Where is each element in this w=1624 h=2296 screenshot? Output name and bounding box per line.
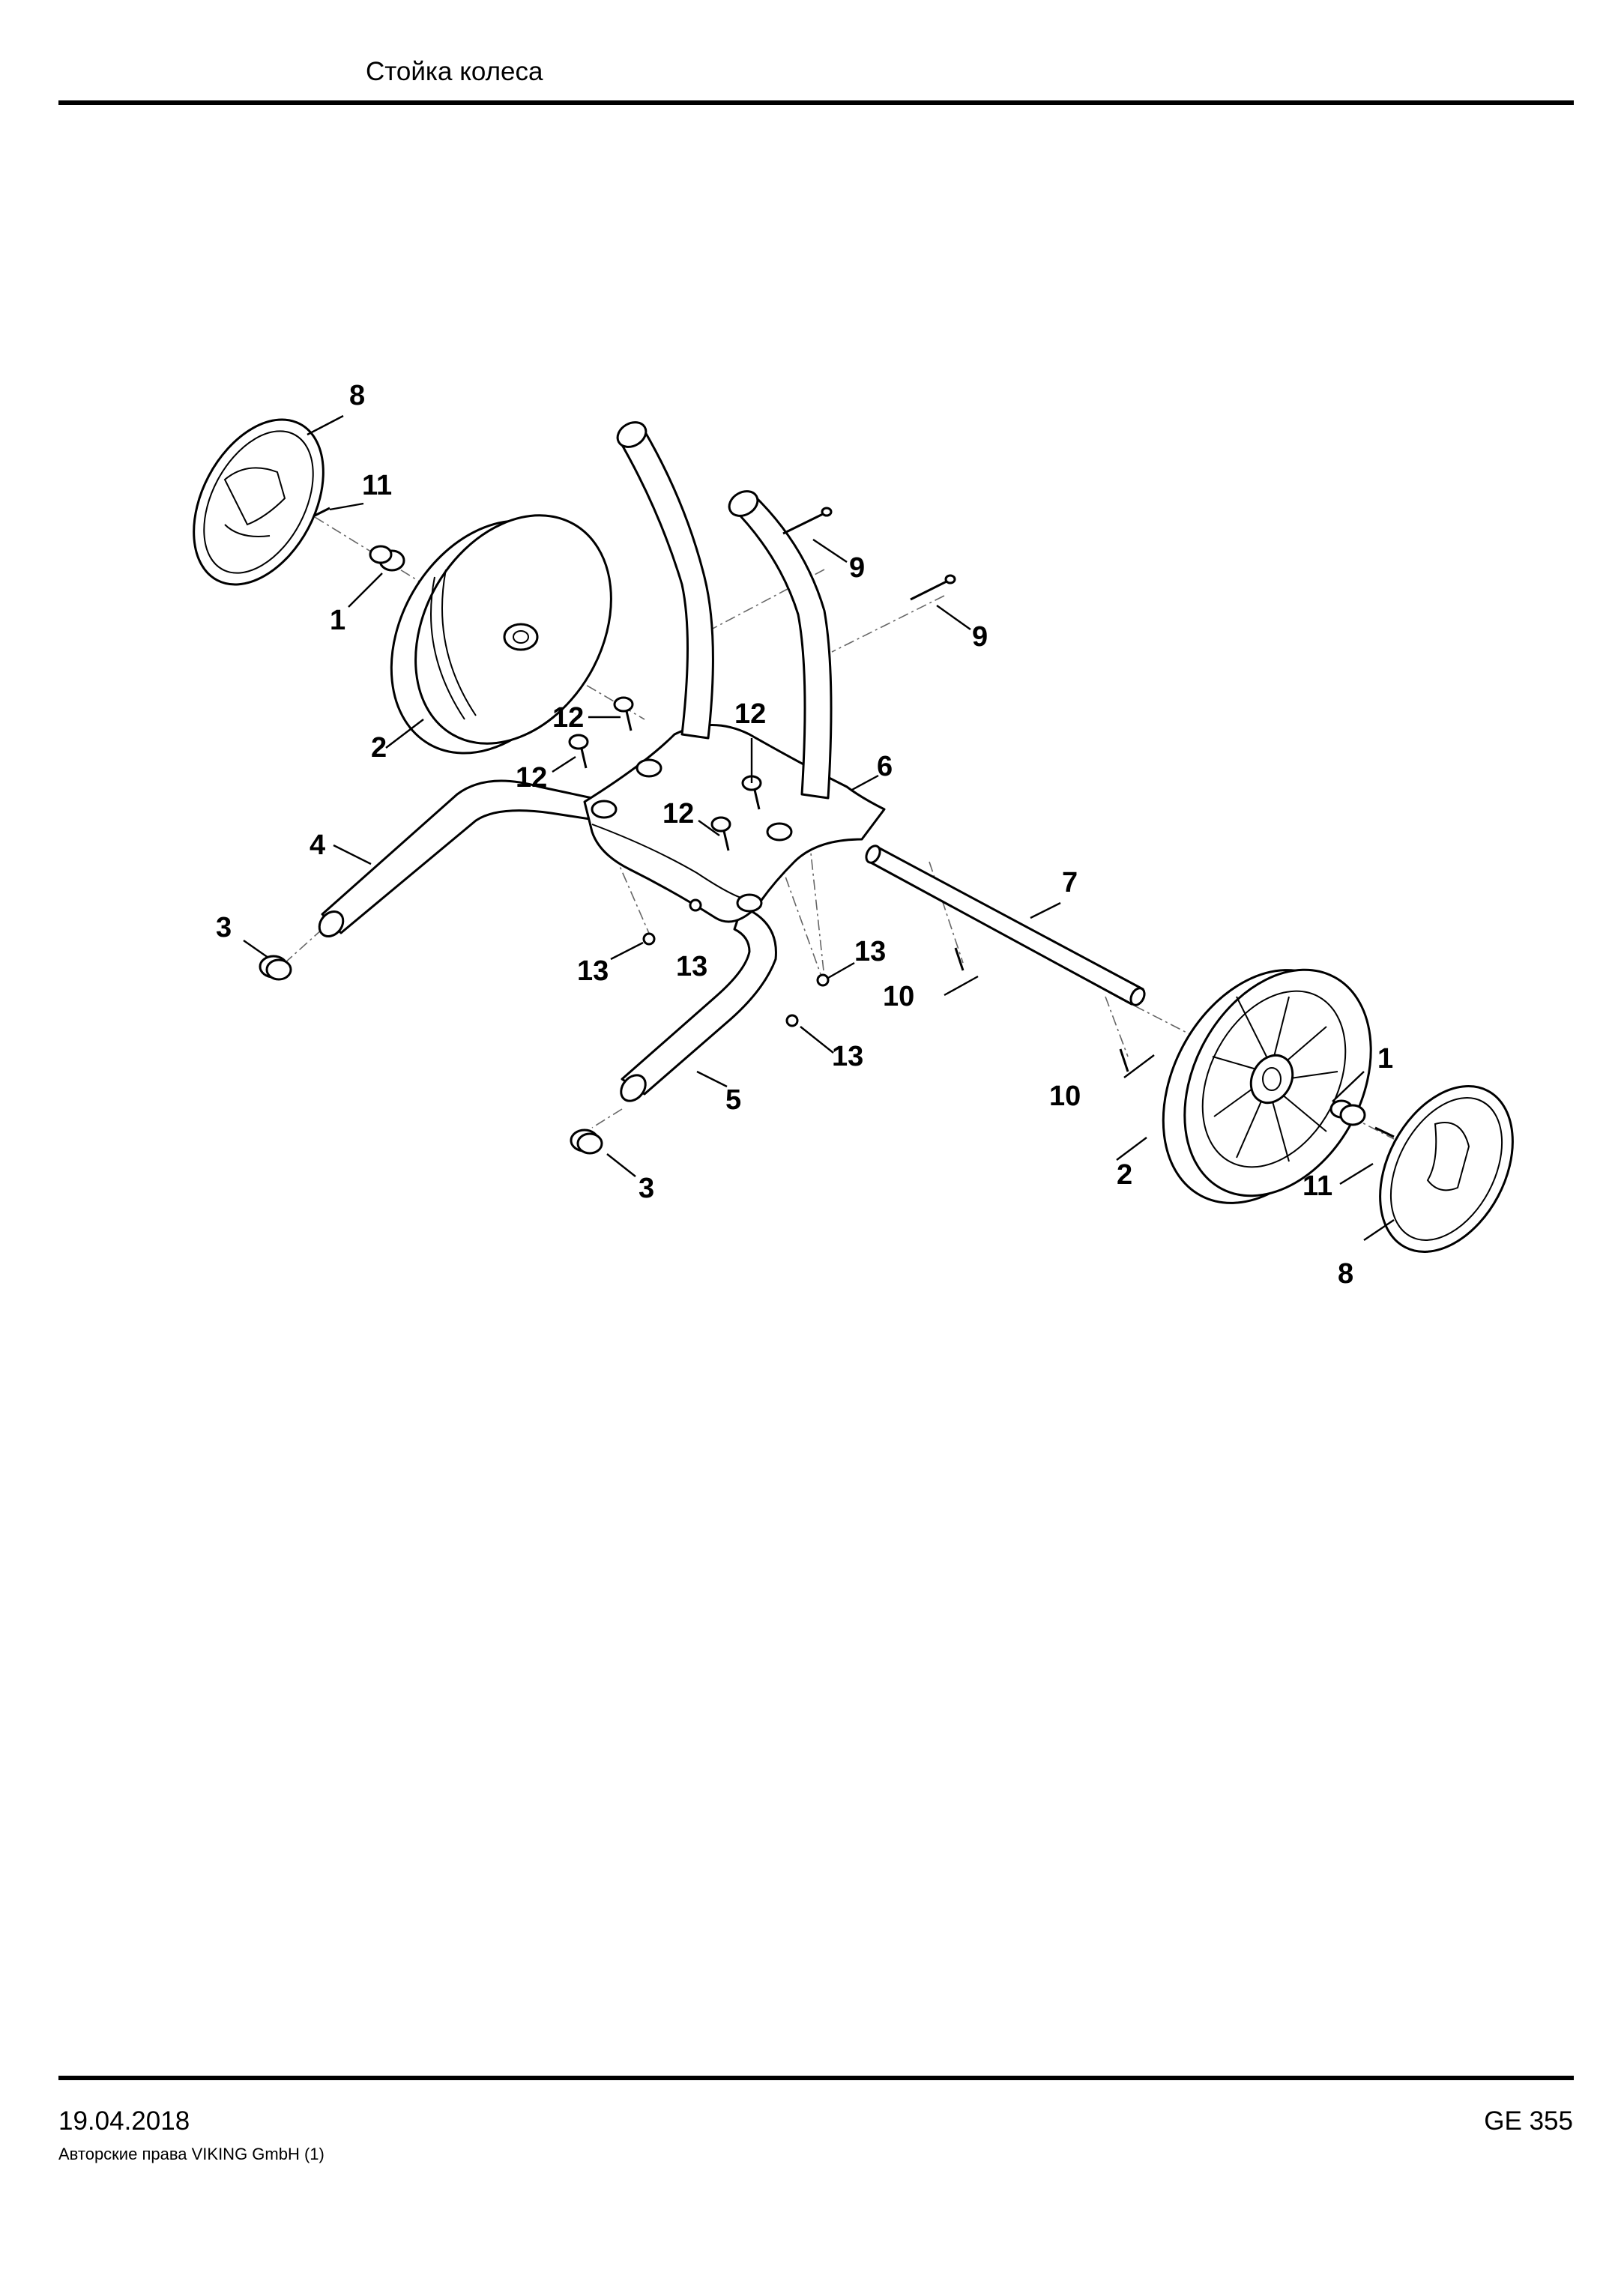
callout-6: 6: [877, 751, 893, 782]
callout-1-right: 1: [1377, 1043, 1393, 1075]
callout-8-top: 8: [349, 380, 365, 411]
nuts-13: [642, 898, 830, 1027]
callout-10-a: 10: [883, 981, 914, 1012]
wheel-left: [390, 514, 612, 755]
callout-3-left: 3: [216, 912, 232, 943]
handle-upright-left: [616, 421, 714, 740]
pin-right: [1374, 1126, 1395, 1138]
callout-5: 5: [725, 1084, 741, 1116]
callout-8-right: 8: [1338, 1258, 1353, 1290]
wheel-right: [1162, 968, 1372, 1204]
callout-10-b: 10: [1049, 1081, 1081, 1112]
callout-labels: 8 11 1 2 9 9 12 12 12 12 6 4 3 7 13 13 1…: [216, 380, 1393, 1290]
bushing-left: [369, 545, 405, 572]
callout-13-a: 13: [577, 955, 609, 987]
callout-2-right: 2: [1117, 1159, 1132, 1191]
callout-11-right: 11: [1302, 1170, 1332, 1202]
axle: [865, 845, 1146, 1006]
handle-upright-right: [728, 490, 833, 800]
screws-9: [782, 507, 956, 601]
callout-2-top: 2: [371, 732, 387, 764]
end-caps: [259, 955, 603, 1155]
callout-4: 4: [310, 830, 325, 861]
callout-9-bottom: 9: [972, 621, 988, 653]
bushing-right: [1329, 1099, 1366, 1126]
header-rule: [58, 100, 1574, 105]
footer-date: 19.04.2018: [58, 2106, 190, 2136]
callout-1-top: 1: [330, 605, 345, 636]
callout-leaders: [243, 414, 1395, 1241]
callout-7: 7: [1062, 867, 1078, 898]
leg-tube-left: [318, 779, 601, 937]
callout-12-b: 12: [734, 698, 766, 730]
callout-9-top: 9: [849, 552, 865, 584]
footer-copyright: Авторские права VIKING GmbH (1): [58, 2145, 325, 2163]
pin-left: [314, 507, 330, 517]
callout-12-a: 12: [552, 702, 584, 734]
callout-13-d: 13: [832, 1041, 863, 1072]
base-bracket: [583, 724, 886, 923]
hub-cap-left: [193, 418, 325, 586]
leg-tube-front: [620, 905, 777, 1102]
footer-rule: [58, 2076, 1574, 2080]
callout-13-c: 13: [854, 936, 886, 967]
callout-13-b: 13: [676, 951, 707, 982]
page-title: Стойка колеса: [366, 57, 543, 86]
bolts-12: [568, 696, 762, 851]
hub-cap-right: [1379, 1085, 1514, 1253]
callout-12-c: 12: [516, 762, 547, 794]
callout-3-bottom: 3: [639, 1173, 654, 1204]
screws-10: [954, 947, 1129, 1072]
callout-12-d: 12: [662, 798, 694, 830]
callout-11-top: 11: [362, 470, 392, 501]
footer-model: GE 355: [1484, 2106, 1573, 2136]
